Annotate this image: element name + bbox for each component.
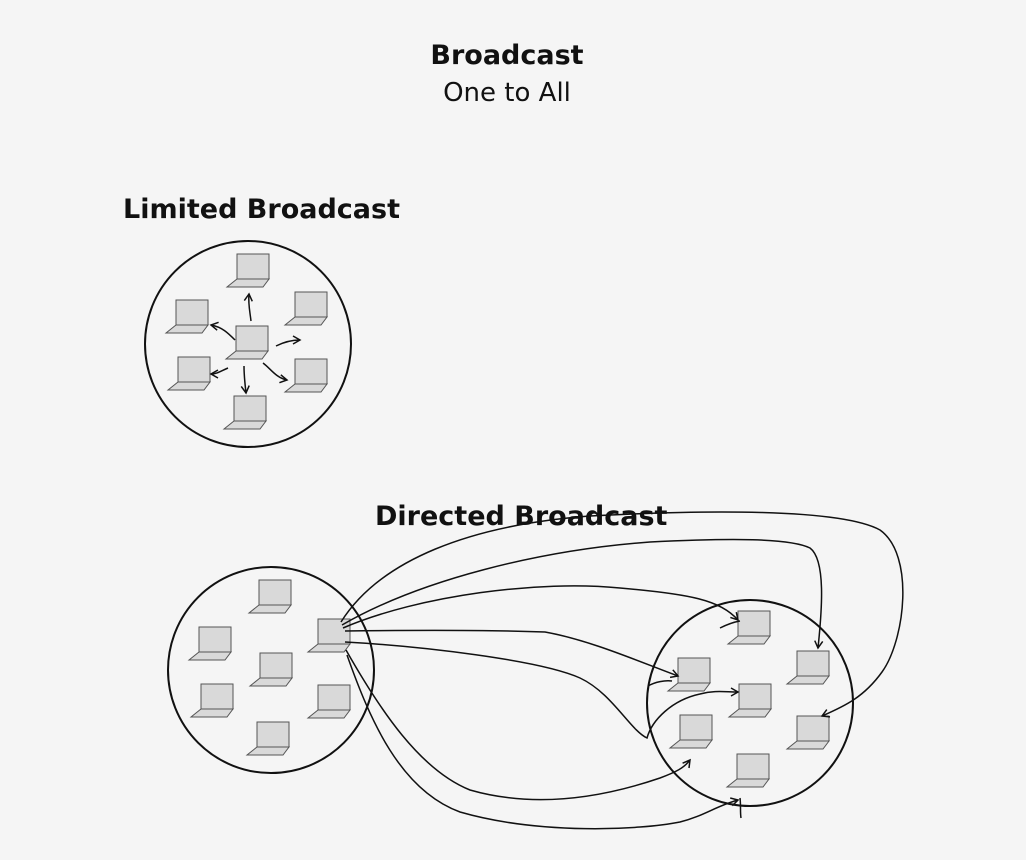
- arrow: [209, 367, 229, 379]
- arrow: [275, 335, 302, 347]
- directed-broadcast-label: Directed Broadcast: [375, 501, 668, 532]
- laptop-icon: [249, 652, 293, 687]
- arrow: [262, 362, 289, 384]
- arrow: [345, 649, 691, 801]
- directed-arrows: [340, 511, 904, 830]
- arrow: [209, 321, 236, 341]
- arrow: [344, 629, 680, 679]
- arrow: [647, 680, 673, 687]
- limited-arrows: [209, 292, 302, 395]
- limited-broadcast-label: Limited Broadcast: [123, 194, 400, 225]
- destination-network-boundary: [646, 599, 854, 807]
- source-laptop-icon: [225, 325, 269, 360]
- laptop-icon: [190, 683, 234, 718]
- diagram-subtitle: One to All: [443, 78, 571, 108]
- arrow: [719, 620, 741, 629]
- limited-network-boundary: [144, 240, 352, 448]
- arrow: [342, 585, 740, 629]
- arrow: [344, 641, 740, 740]
- arrow: [243, 292, 253, 322]
- laptop-icon: [246, 721, 290, 756]
- laptop-icon: [165, 299, 209, 334]
- laptop-icon: [786, 650, 830, 685]
- laptop-icon: [786, 715, 830, 750]
- laptop-icon: [248, 579, 292, 614]
- source-network-boundary: [167, 566, 375, 774]
- laptop-icon: [726, 753, 770, 788]
- arrow: [739, 797, 742, 819]
- laptop-icon: [167, 356, 211, 391]
- laptop-icon: [284, 291, 328, 326]
- arrow: [240, 365, 250, 395]
- laptop-icon: [226, 253, 270, 288]
- arrow: [341, 538, 824, 650]
- laptop-icon: [284, 358, 328, 393]
- arrow: [340, 511, 904, 718]
- directed-broadcast-networks: [167, 511, 904, 830]
- laptop-icon: [728, 683, 772, 718]
- limited-broadcast-network: [144, 240, 352, 448]
- arrow: [346, 654, 740, 830]
- laptop-icon: [188, 626, 232, 661]
- diagram-title: Broadcast: [430, 40, 584, 71]
- laptop-icon: [223, 395, 267, 430]
- laptop-icon: [669, 714, 713, 749]
- laptop-icon: [307, 684, 351, 719]
